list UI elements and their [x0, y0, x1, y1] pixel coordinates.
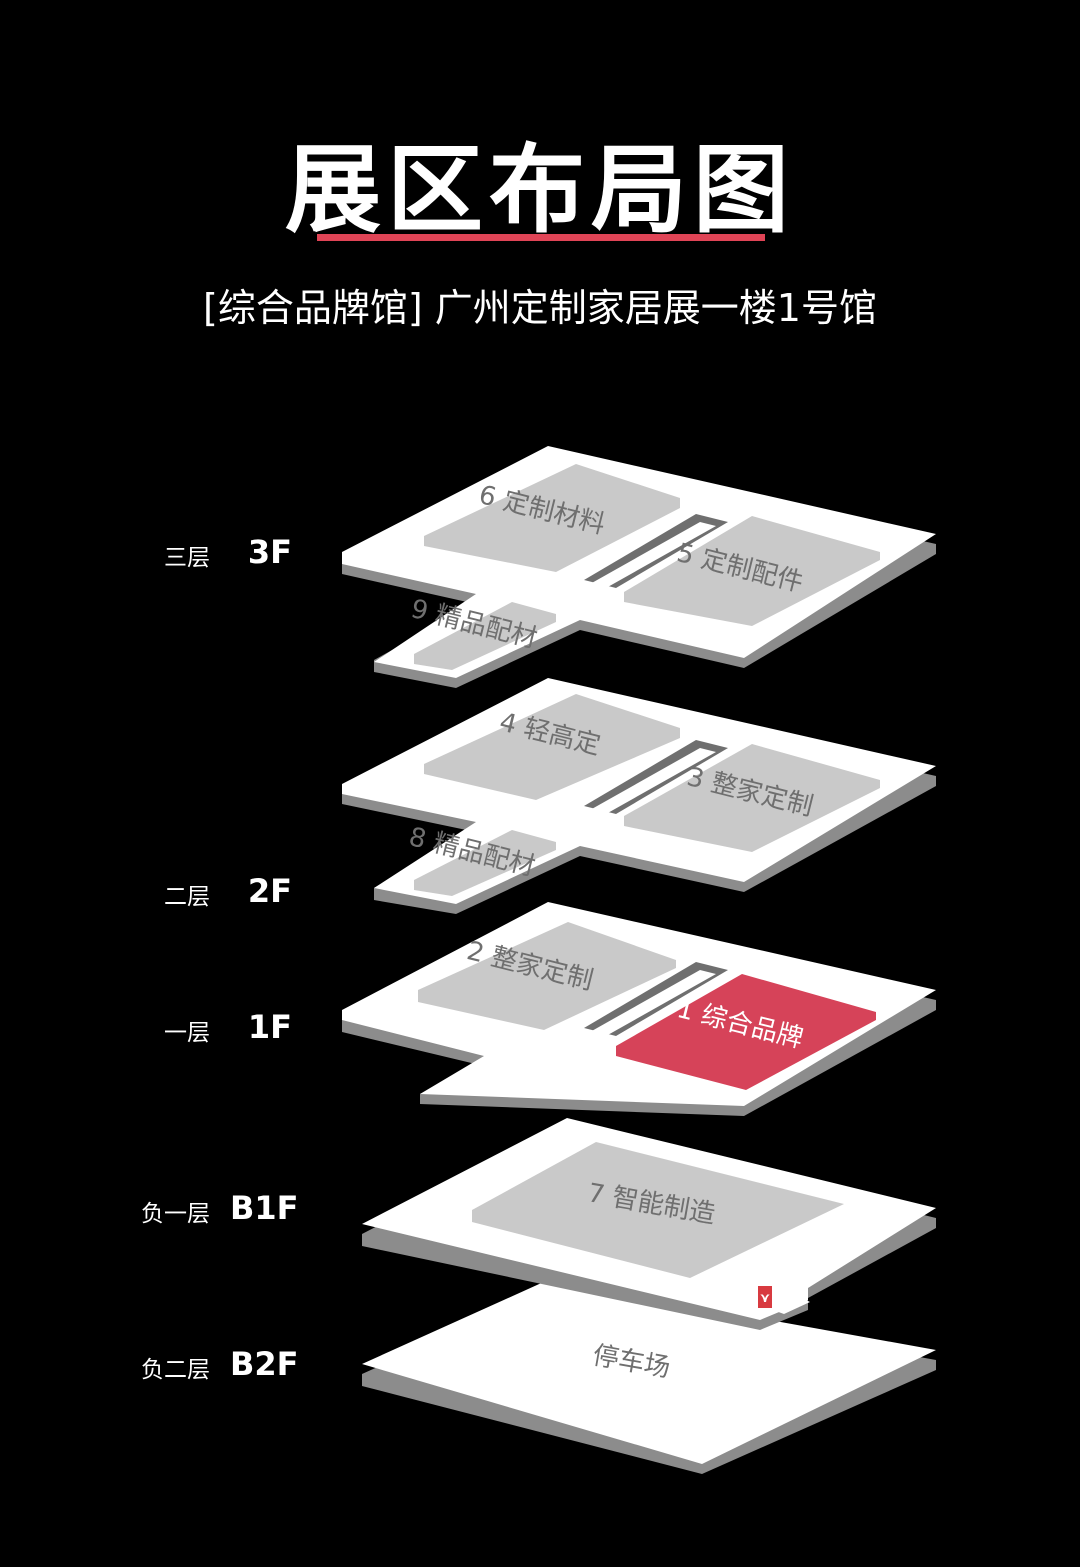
floor-label-b2f-cn: 负二层: [141, 1357, 210, 1383]
atrium-void-1f-inner: [590, 970, 716, 1036]
floor-b2f[interactable]: 停车场: [362, 1280, 936, 1474]
floor-label-3f-cn: 三层: [164, 545, 210, 571]
escalator-glyph: ⋎: [760, 1291, 771, 1306]
escalator-icon: [758, 1286, 772, 1308]
atrium-void-3f-inner: [590, 522, 716, 588]
zone-4-area[interactable]: [424, 694, 680, 800]
floor-label-1f-code[interactable]: 1F: [247, 1008, 292, 1046]
floor-label-b1f-code[interactable]: B1F: [230, 1189, 299, 1227]
floor-label-2f-cn: 二层: [164, 884, 210, 910]
floor-2f[interactable]: 4 轻高定 3 整家定制 8 精品配材: [342, 678, 936, 914]
atrium-void-2f-inner: [590, 748, 716, 814]
floor-label-3f-code[interactable]: 3F: [247, 533, 292, 571]
floor-1f[interactable]: 2 整家定制 1 综合品牌: [342, 902, 936, 1116]
zone-8-area[interactable]: [414, 830, 556, 896]
zone-5-area[interactable]: [624, 516, 880, 626]
zone-1-area[interactable]: [616, 974, 876, 1090]
zone-6-area[interactable]: [424, 464, 680, 572]
floor-label-1f-cn: 一层: [164, 1020, 210, 1046]
floor-3f[interactable]: 6 定制材料 5 定制配件 9 精品配材: [342, 446, 936, 688]
zone-9-area[interactable]: [414, 602, 556, 670]
floor-label-b1f-cn: 负一层: [141, 1201, 210, 1227]
floor-b1f[interactable]: 7 智能制造 ⋎: [362, 1118, 936, 1330]
zone-2-area[interactable]: [418, 922, 676, 1030]
page-subtitle: [综合品牌馆] 广州定制家居展一楼1号馆: [203, 286, 877, 330]
b2f-slab: [362, 1280, 936, 1464]
zone-7-area[interactable]: [472, 1142, 844, 1278]
page-title: 展区布局图: [285, 134, 795, 246]
title-underline: [317, 234, 765, 241]
floor-label-2f-code[interactable]: 2F: [247, 872, 292, 910]
zone-3-area[interactable]: [624, 744, 880, 852]
floor-label-b2f-code[interactable]: B2F: [230, 1345, 299, 1383]
